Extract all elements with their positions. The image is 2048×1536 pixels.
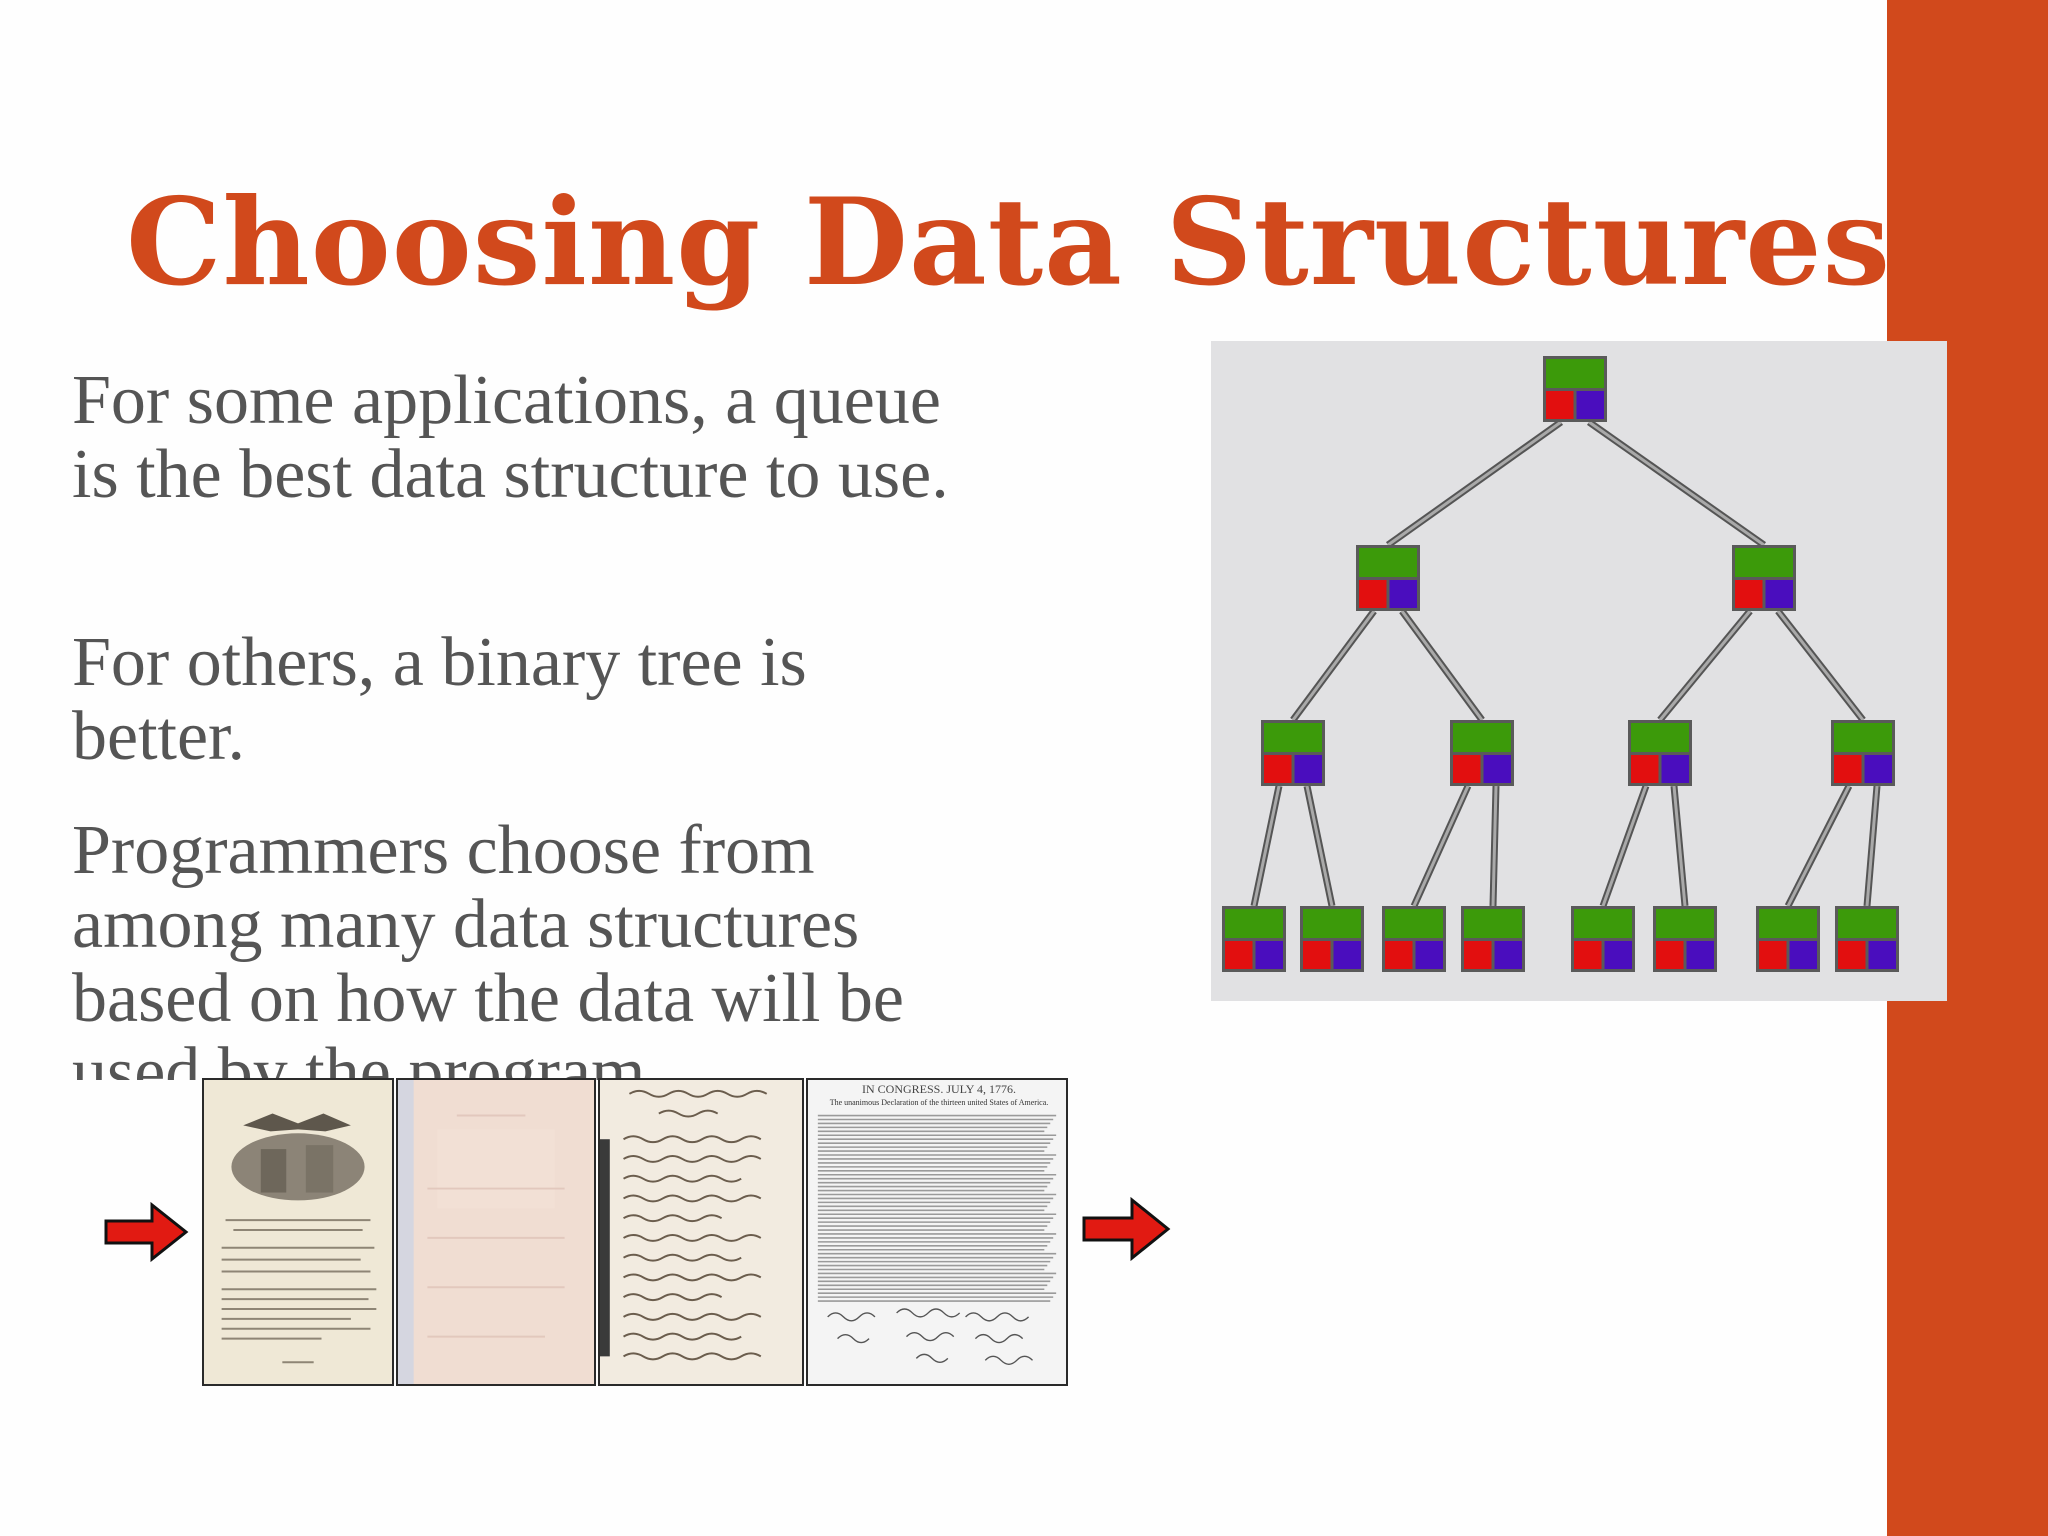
tree-edge-highlight [1305,785,1334,907]
tree-edge-highlight [1865,785,1879,907]
queue-out-arrow-icon [1082,1196,1171,1262]
declaration-page-art [817,1114,1057,1365]
tree-edge-highlight [1672,785,1687,907]
text-line: among many data structures [72,886,860,963]
tree-edge-highlight [1412,785,1470,907]
tree-node [1653,906,1717,972]
tree-edge-highlight [1786,785,1851,907]
tree-node [1543,356,1607,422]
tree-edge-highlight [1776,610,1865,721]
tree-edge-highlight [1491,785,1498,907]
tree-node [1756,906,1820,972]
tree-edge-highlight [1658,610,1752,721]
binary-tree-svg [1222,356,1899,972]
tree-edge-highlight [1252,785,1281,907]
text-line: For others, a binary tree is [72,624,807,701]
text-line: Programmers choose from [72,812,815,889]
tree-node [1628,720,1692,786]
tree-edge-highlight [1291,610,1376,721]
text-line: For some applications, a queue [72,364,941,439]
tree-edge-highlight [1601,785,1648,907]
paragraph-binary-tree: For others, a binary tree is better. [72,626,1192,774]
tree-node [1300,906,1364,972]
text-line: is the best data structure to use. [72,436,949,513]
faded-page-art [398,1080,594,1384]
tree-node [1461,906,1525,972]
tree-node [1571,906,1635,972]
tree-edges [1250,419,1881,908]
tree-node [1732,545,1796,611]
queue-in-arrow-icon [104,1201,189,1263]
binary-tree-diagram [1211,341,1947,1001]
tree-node [1356,545,1420,611]
tree-edge-highlight [1387,420,1562,547]
paragraph-programmers: Programmers choose from among many data … [72,812,1192,1081]
slide-title: Choosing Data Structures [126,172,1892,313]
tree-node [1450,720,1514,786]
page-congress-declaration: IN CONGRESS. JULY 4, 1776. The unanimous… [806,1078,1068,1386]
body-text: For some applications, a queue is the be… [72,364,1192,1080]
tree-node [1261,720,1325,786]
tree-node [1382,906,1446,972]
paragraph-queue: For some applications, a queue is the be… [72,364,1192,512]
page-handwritten-letter [598,1078,804,1386]
text-line: based on how the data will be [72,960,905,1037]
tree-node [1831,720,1895,786]
tree-edge-highlight [1588,420,1765,547]
handwritten-page-art [600,1080,802,1384]
page-engraving-document [202,1078,394,1386]
text-line: better. [72,698,245,775]
declaration-heading: IN CONGRESS. JULY 4, 1776. [861,1082,1017,1096]
queue-illustration: IN CONGRESS. JULY 4, 1776. The unanimous… [100,1074,1180,1394]
engraving-page-art [204,1080,392,1384]
page-faded-document [396,1078,596,1386]
tree-edge-highlight [1400,610,1484,721]
tree-node [1222,906,1286,972]
declaration-subheading: The unanimous Declaration of the thirtee… [829,1098,1049,1107]
tree-node [1835,906,1899,972]
text-line: used by the program. [72,1034,663,1081]
